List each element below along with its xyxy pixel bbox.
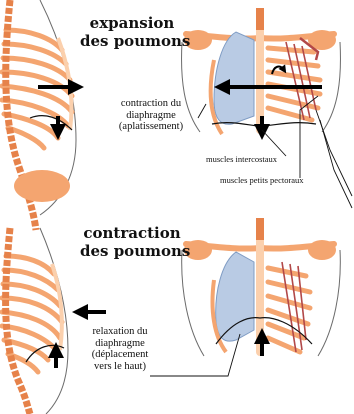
label-line: (aplatissement) [96, 121, 206, 133]
diaphragm-contraction-label: contraction du diaphragme (aplatissement… [96, 98, 206, 133]
shoulder-right-2 [308, 240, 336, 260]
contraction-heading: contraction des poumons [80, 224, 184, 260]
front-ribcage-contracted [182, 218, 341, 356]
label-line: vers le haut) [80, 361, 160, 373]
left-lung-2 [216, 252, 254, 341]
label-line: relaxation du [80, 326, 160, 338]
pelvis-side [14, 170, 70, 202]
heading-line: contraction [80, 224, 184, 242]
diaphragm-relaxation-label: relaxation du diaphragme (déplacement ve… [80, 326, 160, 372]
right-ribs [268, 48, 320, 120]
label-line: (déplacement [80, 349, 160, 361]
side-ribcage-expanded [2, 0, 76, 230]
heading-line: expansion [80, 14, 184, 32]
intercostal-label: muscles intercostaux [206, 154, 277, 164]
pectoral-label: muscles petits pectoraux [220, 175, 304, 185]
label-line: diaphragme [96, 110, 206, 122]
heading-line: des poumons [80, 242, 184, 260]
left-lung [214, 32, 254, 124]
label-line: diaphragme [80, 338, 160, 350]
heading-line: des poumons [80, 32, 184, 50]
label-line: contraction du [96, 98, 206, 110]
expansion-heading: expansion des poumons [80, 14, 184, 50]
